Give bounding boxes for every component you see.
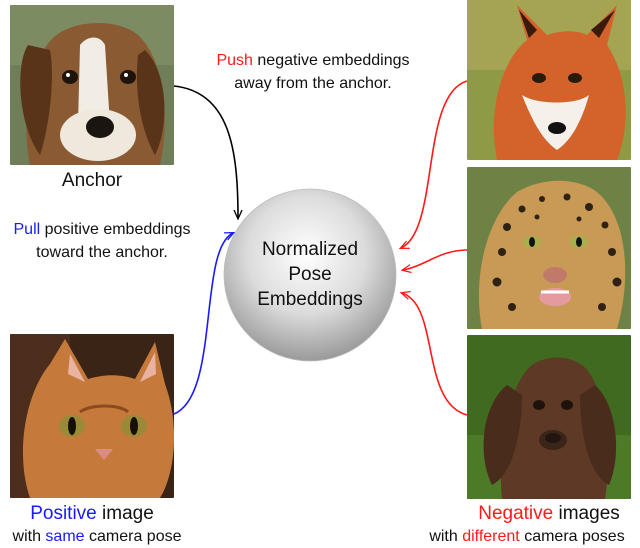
- negative-keyword: Negative: [478, 503, 553, 524]
- negative-sub-prefix: with: [429, 528, 462, 545]
- negative-push-arrow-dog: [402, 293, 467, 415]
- sphere-label-line-1: Normalized: [222, 237, 398, 262]
- sphere-label-line-3: Embeddings: [222, 287, 398, 312]
- anchor-caption-text: Anchor: [62, 170, 122, 191]
- positive-sub-prefix: with: [13, 528, 46, 545]
- positive-subcaption: with same camera pose: [0, 528, 194, 546]
- negative-subcaption: with different camera poses: [414, 528, 640, 546]
- push-note: Push negative embeddings away from the a…: [180, 49, 446, 95]
- negative-sub-keyword: different: [462, 528, 520, 545]
- sphere-label: Normalized Pose Embeddings: [222, 237, 398, 312]
- negative-caption-rest: images: [553, 503, 620, 524]
- positive-keyword: Positive: [30, 503, 97, 524]
- push-keyword: Push: [216, 52, 252, 69]
- anchor-image: [10, 5, 174, 165]
- positive-caption: Positive image: [0, 503, 184, 525]
- sphere-label-line-2: Pose: [222, 262, 398, 287]
- anchor-caption: Anchor: [10, 170, 174, 192]
- pull-note: Pull positive embeddings toward the anch…: [0, 218, 204, 264]
- pull-note-rest: positive embeddings: [40, 221, 190, 238]
- pull-keyword: Pull: [14, 221, 41, 238]
- push-note-rest: negative embeddings: [253, 52, 410, 69]
- pull-note-line-1: Pull positive embeddings: [0, 218, 204, 241]
- positive-sub-rest: camera pose: [85, 528, 182, 545]
- negative-image-fox: [467, 0, 631, 160]
- negative-push-arrow-fox: [401, 81, 467, 248]
- negative-caption: Negative images: [462, 503, 636, 525]
- push-note-line-2: away from the anchor.: [180, 72, 446, 95]
- positive-image: [10, 334, 174, 498]
- negative-image-dog: [467, 335, 631, 499]
- negative-image-leopard: [467, 167, 631, 329]
- negative-sub-rest: camera poses: [520, 528, 625, 545]
- pull-note-line-2: toward the anchor.: [0, 241, 204, 264]
- positive-caption-rest: image: [97, 503, 154, 524]
- push-note-line-1: Push negative embeddings: [180, 49, 446, 72]
- negative-push-arrow-leopard: [403, 250, 467, 270]
- positive-sub-keyword: same: [45, 528, 84, 545]
